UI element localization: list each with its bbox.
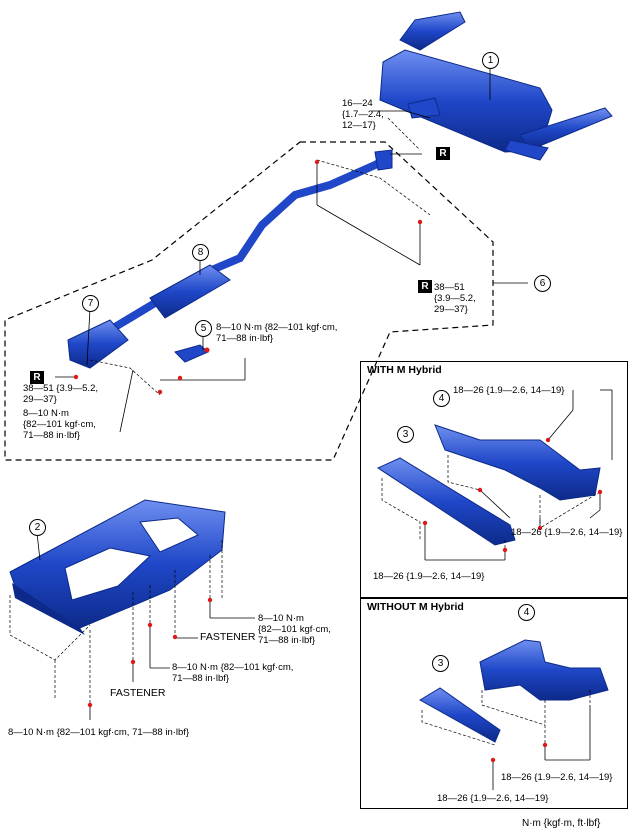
replace-badge-1: R [436,147,450,160]
without-hybrid-shapes [419,639,609,743]
front-pipe-enclosure [4,141,494,461]
callout-6: 6 [534,275,551,292]
torque-18-26-c: 18—26 {1.9—2.6, 14—19} [373,571,485,582]
callout-3: 3 [397,426,414,443]
torque-38-51-left: 38—51 {3.9—5.2,29—37} [23,383,98,405]
torque-38-51-right: 38—51{3.9—5.2,29—37} [434,282,476,315]
torque-8-10-top: 8—10 N·m {82—101 kgf·cm,71—88 in·lbf} [216,322,338,344]
callout-4: 4 [433,390,450,407]
main-silencer [379,11,613,161]
callout-3b: 3 [432,655,449,672]
cover-fastener-marks [87,597,213,708]
front-pipe [67,149,393,369]
exhaust-leaders [55,66,528,433]
exhaust-fastener-marks [73,159,423,395]
cover-dashes [9,540,223,705]
torque-18-26-a: 18—26 {1.9—2.6, 14—19} [453,385,565,396]
torque-16-24: 16—24{1.7—2.4,12—17} [342,98,384,131]
fastener-label-2: FASTENER [110,687,166,699]
torque-8-10-lower-right: 8—10 N·m{82—101 kgf·cm,71—88 in·lbf} [258,613,331,646]
callout-2: 2 [29,519,46,536]
torque-18-26-e: 18—26 {1.9—2.6, 14—19} [437,793,549,804]
without-hybrid-box [360,597,628,809]
replace-badge-3: R [30,371,44,384]
with-hybrid-box [360,361,628,599]
exhaust-dashes [89,117,431,396]
with-hybrid-title: WITH M Hybrid [367,364,442,376]
callout-7: 7 [82,295,99,312]
torque-18-26-d: 18—26 {1.9—2.6, 14—19} [501,772,613,783]
cover-leaders [36,532,255,720]
callout-4b: 4 [518,604,535,621]
callout-5: 5 [195,320,212,337]
torque-8-10-bottom: 8—10 N·m {82—101 kgf·cm, 71—88 in·lbf} [8,727,190,738]
torque-8-10-mid: 8—10 N·m {82—101 kgf·cm,71—88 in·lbf} [172,662,294,684]
unit-note: N·m {kgf·m, ft·lbf} [522,818,601,829]
callout-1: 1 [482,52,499,69]
without-hybrid-title: WITHOUT M Hybrid [367,601,464,613]
under-cover [9,499,226,635]
with-hybrid-shapes [376,424,601,546]
fastener-label-1: FASTENER [200,631,256,643]
torque-18-26-b: 18—26 {1.9—2.6, 14—19} [511,527,623,538]
callout-8: 8 [192,244,209,261]
replace-badge-2: R [418,280,432,293]
torque-8-10-left: 8—10 N·m{82—101 kgf·cm,71—88 in·lbf} [23,408,96,441]
